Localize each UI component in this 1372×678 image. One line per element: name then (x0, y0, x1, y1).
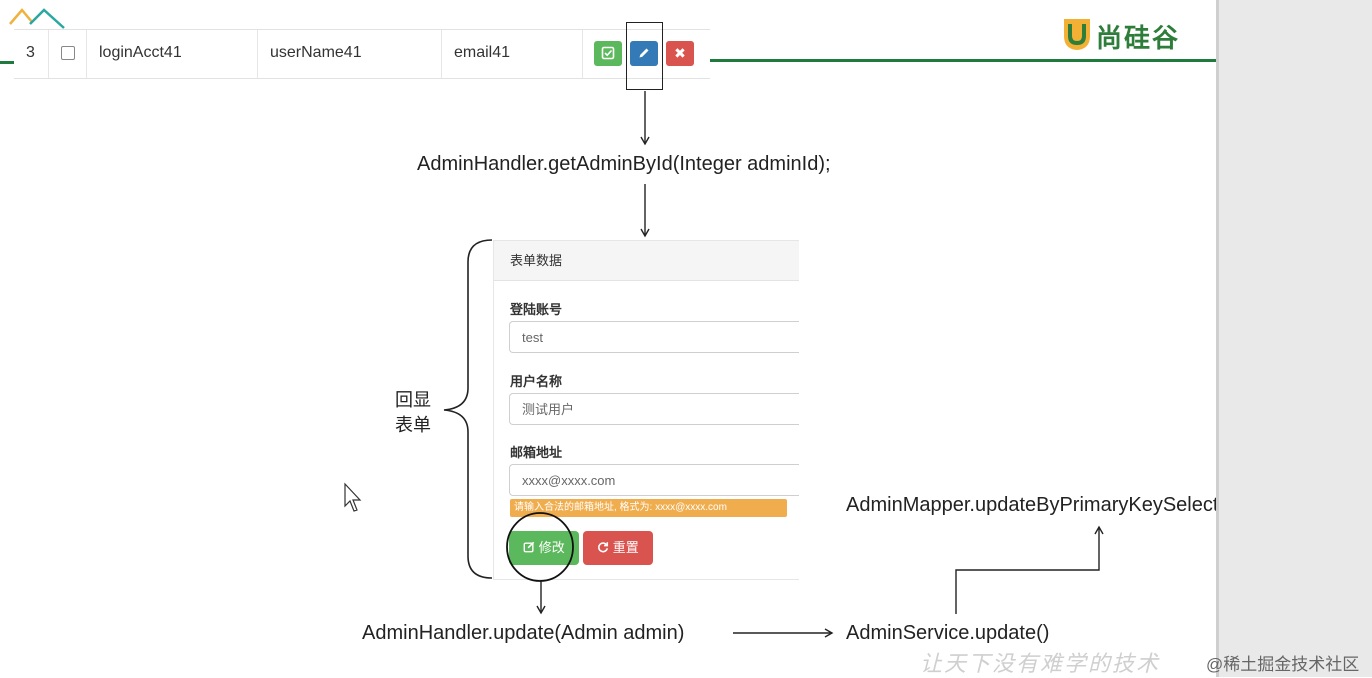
brand-line-left (0, 61, 14, 64)
table-row[interactable]: 3 loginAcct41 userName41 email41 ✖ (14, 29, 710, 79)
refresh-icon (598, 542, 609, 553)
row-checkbox[interactable] (61, 46, 75, 60)
assign-role-button[interactable] (594, 41, 622, 66)
logo-text: 尚硅谷 (1096, 24, 1181, 54)
row-user-name: userName41 (258, 30, 442, 78)
edit-button[interactable] (630, 41, 658, 66)
delete-button[interactable]: ✖ (666, 41, 694, 66)
brand-line-right (710, 59, 1216, 62)
watermark: 让天下没有难学的技术 (920, 652, 1161, 677)
step-mapper-update: AdminMapper.updateByPrimaryKeySelective(… (846, 494, 1312, 516)
email-label: 邮箱地址 (510, 445, 563, 460)
row-login-acct: loginAcct41 (87, 30, 258, 78)
login-label: 登陆账号 (510, 302, 563, 317)
curly-brace (443, 239, 493, 579)
cursor-icon (344, 482, 362, 512)
arrow-service-to-mapper (955, 525, 1104, 614)
step-service-update: AdminService.update() (846, 622, 1050, 644)
name-label: 用户名称 (510, 374, 563, 389)
edit-highlight-box (626, 22, 663, 90)
update-button[interactable]: 修改 (509, 531, 579, 565)
reset-button-label: 重置 (612, 540, 639, 555)
slide: 尚硅谷 3 loginAcct41 userName41 email41 ✖ A… (0, 8, 1312, 677)
row-select-cell (49, 30, 87, 78)
update-button-label: 修改 (538, 540, 565, 555)
name-input[interactable]: 测试用户 (509, 393, 799, 425)
email-hint: 请输入合法的邮箱地址, 格式为: xxxx@xxxx.com (510, 499, 787, 517)
email-input[interactable]: xxxx@xxxx.com (509, 464, 799, 496)
u-shield-logo-icon (1064, 19, 1090, 50)
flow-arrows (344, 91, 1104, 638)
mountain-logo-icon (9, 8, 65, 29)
form-panel: 表单数据 登陆账号 test 用户名称 测试用户 邮箱地址 xxxx@xxxx.… (493, 240, 799, 580)
check-square-icon (601, 46, 615, 60)
step-handler-update: AdminHandler.update(Admin admin) (362, 622, 685, 644)
login-input[interactable]: test (509, 321, 799, 353)
credit-text: @稀土掘金技术社区 (1206, 655, 1360, 674)
step-get-admin-by-id: AdminHandler.getAdminById(Integer adminI… (417, 153, 831, 175)
echo-label-line1: 回显 (395, 390, 431, 410)
update-button-circle (506, 512, 574, 582)
row-email: email41 (442, 30, 583, 78)
reset-button[interactable]: 重置 (583, 531, 653, 565)
side-panel (1216, 0, 1372, 677)
pencil-icon (639, 48, 649, 58)
brand-logo: 尚硅谷 (1060, 16, 1178, 54)
echo-label-line2: 表单 (395, 415, 431, 435)
row-index: 3 (14, 30, 49, 78)
panel-title: 表单数据 (494, 241, 799, 281)
close-icon: ✖ (674, 45, 686, 61)
edit-square-icon (523, 541, 535, 553)
